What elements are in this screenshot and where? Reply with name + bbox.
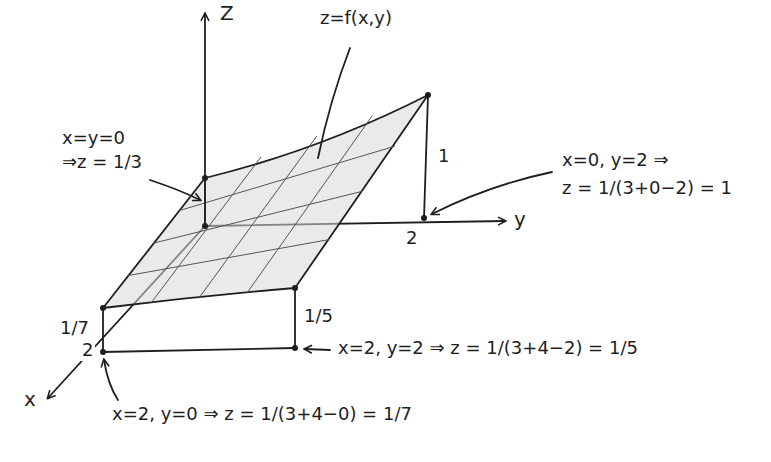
height-line: [424, 95, 428, 218]
height-line: [102, 308, 104, 352]
point-note: z = 1/(3+0−2) = 1: [560, 178, 734, 199]
tick-label: 2: [80, 340, 95, 361]
point-note: ⇒z = 1/3: [60, 152, 144, 173]
tick-label: 2: [404, 228, 419, 249]
point-note: x=2, y=0 ⇒ z = 1/(3+4−0) = 1/7: [110, 404, 414, 425]
leader-line: [305, 349, 330, 350]
axis-label: x: [22, 388, 38, 411]
axis-label: Z: [218, 2, 236, 25]
height-line: [294, 288, 296, 348]
height-line: [204, 178, 206, 226]
height-value: 1: [436, 146, 451, 167]
surface-grid: [129, 116, 395, 303]
axis-label: y: [512, 208, 528, 231]
surface-label: z=f(x,y): [318, 8, 394, 29]
point-note: x=y=0: [60, 128, 127, 149]
height-value: 1/7: [58, 318, 91, 339]
point-note: x=2, y=2 ⇒ z = 1/(3+4−2) = 1/5: [336, 338, 640, 359]
leader-line: [318, 48, 350, 158]
surface: [103, 95, 428, 308]
point-note: x=0, y=2 ⇒: [560, 150, 671, 171]
leader-line: [150, 180, 200, 200]
base-line: [103, 348, 295, 352]
z-axis: [204, 14, 206, 226]
height-value: 1/5: [302, 306, 335, 327]
corner-dots: [100, 92, 431, 355]
leader-line: [104, 360, 118, 400]
leader-line: [432, 172, 552, 214]
